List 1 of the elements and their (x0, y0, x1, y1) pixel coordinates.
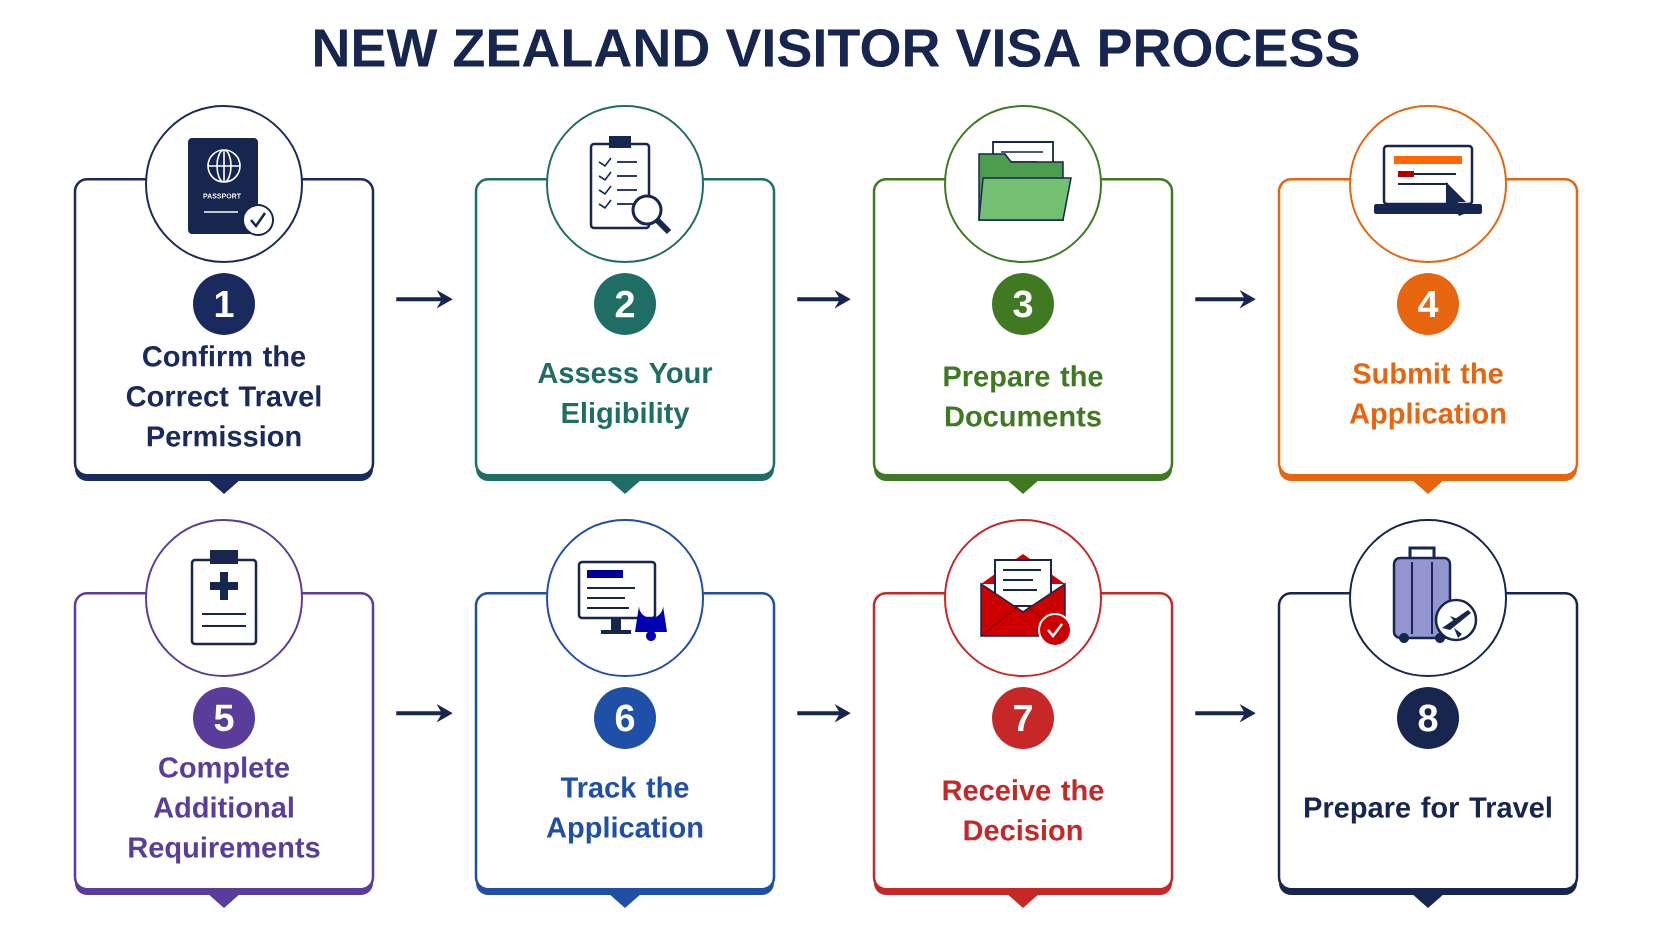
title: NEW ZEALAND VISITOR VISA PROCESS (315, 28, 1359, 68)
